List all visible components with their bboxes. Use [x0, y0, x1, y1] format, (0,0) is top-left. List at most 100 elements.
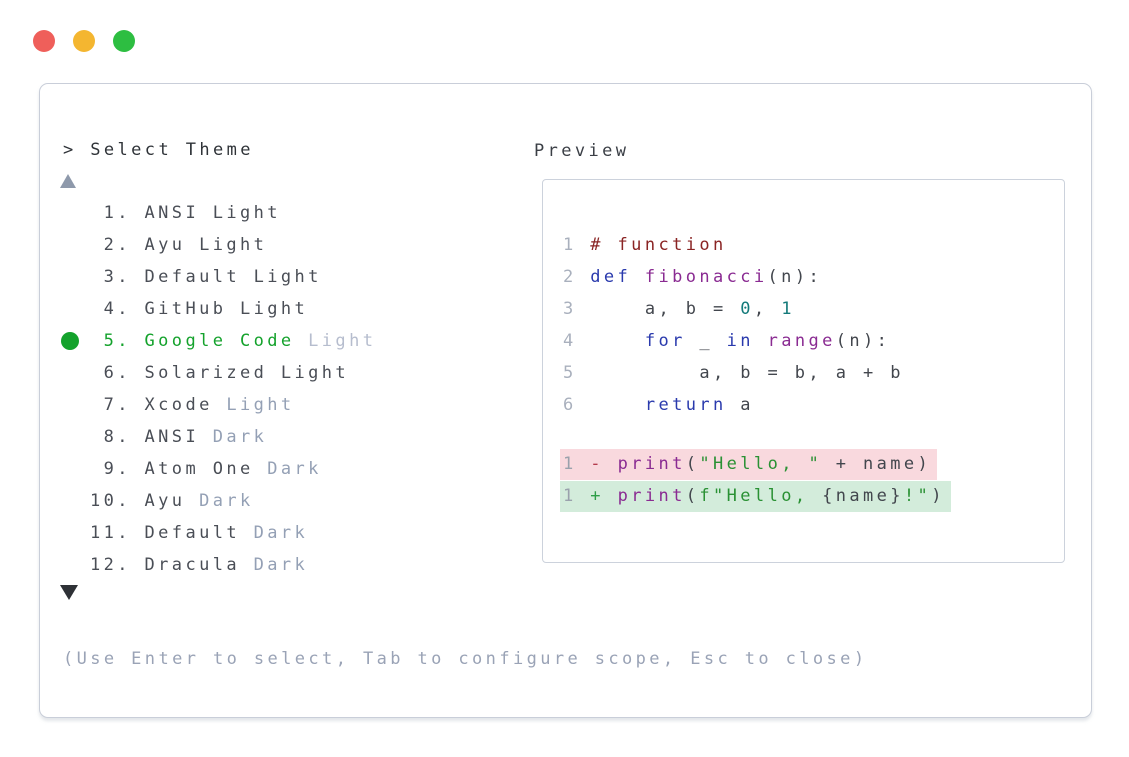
theme-name: 12. Dracula [90, 555, 240, 575]
maximize-icon[interactable] [113, 30, 135, 52]
code-token: for [644, 331, 686, 351]
code-line: 6 return a [563, 389, 951, 421]
code-token: 1 [563, 454, 577, 474]
code-token: 1 [563, 486, 577, 506]
code-line [563, 421, 951, 448]
code-token: 2 [563, 267, 577, 287]
code-token [577, 486, 591, 506]
theme-name: 6. Solarized Light [90, 363, 350, 383]
selected-item-bullet-icon [61, 332, 79, 350]
code-token: + [590, 486, 604, 506]
code-token: + name) [822, 454, 932, 474]
code-token [577, 235, 591, 255]
code-token [577, 395, 645, 415]
code-token: (n): [767, 267, 823, 287]
diff-highlight: 1 - print("Hello, " + name) [560, 449, 938, 480]
theme-variant-suffix: Dark [239, 523, 309, 543]
theme-name: 8. ANSI [90, 427, 200, 447]
code-token: print [617, 454, 686, 474]
theme-list-item-selected[interactable]: 5. Google Code Light [90, 325, 376, 357]
theme-name: 9. Atom One [90, 459, 254, 479]
code-token: print [617, 486, 686, 506]
code-token: 6 [563, 395, 577, 415]
theme-variant-suffix: Light [294, 331, 377, 351]
code-token: {name} [822, 486, 904, 506]
code-token: fibonacci [644, 267, 768, 287]
theme-name: 11. Default [90, 523, 240, 543]
code-token [604, 454, 618, 474]
help-text: (Use Enter to select, Tab to configure s… [63, 649, 868, 669]
code-token: 5 [563, 363, 577, 383]
theme-list-item[interactable]: 2. Ayu Light [90, 229, 376, 261]
code-token: 4 [563, 331, 577, 351]
close-icon[interactable] [33, 30, 55, 52]
code-token [754, 331, 768, 351]
theme-picker-panel: > Select Theme 1. ANSI Light 2. Ayu Ligh… [39, 83, 1092, 718]
picker-prompt: > Select Theme [63, 140, 254, 160]
code-token [577, 331, 645, 351]
code-token: ) [931, 486, 945, 506]
code-token: a, b = b, a + b [576, 363, 904, 383]
minimize-icon[interactable] [73, 30, 95, 52]
code-token: range [767, 331, 836, 351]
theme-list-item[interactable]: 12. Dracula Dark [90, 549, 376, 581]
diff-line-added: 1 + print(f"Hello, {name}!") [560, 480, 951, 512]
code-token [577, 267, 591, 287]
code-token: - [590, 454, 604, 474]
theme-list-item[interactable]: 4. GitHub Light [90, 293, 376, 325]
theme-variant-suffix: Dark [239, 555, 309, 575]
code-token: a, b = [576, 299, 741, 319]
code-token: _ [685, 331, 727, 351]
diff-line-removed: 1 - print("Hello, " + name) [560, 448, 951, 480]
code-token: !" [903, 486, 932, 506]
theme-variant-suffix: Light [212, 395, 295, 415]
theme-list-item[interactable]: 11. Default Dark [90, 517, 376, 549]
code-token: 1 [781, 299, 795, 319]
theme-list-item[interactable]: 10. Ayu Dark [90, 485, 376, 517]
diff-highlight: 1 + print(f"Hello, {name}!") [560, 481, 951, 512]
preview-label: Preview [534, 141, 630, 161]
theme-list-item[interactable]: 9. Atom One Dark [90, 453, 376, 485]
code-line: 5 a, b = b, a + b [563, 357, 951, 389]
theme-name: 2. Ayu Light [90, 235, 268, 255]
theme-name: 7. Xcode [90, 395, 213, 415]
code-line: 3 a, b = 0, 1 [563, 293, 951, 325]
scroll-up-icon[interactable] [60, 174, 76, 188]
theme-list-item[interactable]: 6. Solarized Light [90, 357, 376, 389]
code-token: def [590, 267, 632, 287]
code-token: in [726, 331, 754, 351]
theme-name: 3. Default Light [90, 267, 322, 287]
theme-name: 10. Ayu [90, 491, 186, 511]
code-token: ( [685, 486, 700, 506]
theme-list-item[interactable]: 1. ANSI Light [90, 197, 376, 229]
code-token: return [644, 395, 727, 415]
code-token: f"Hello, [699, 486, 823, 506]
theme-name: 4. GitHub Light [90, 299, 309, 319]
code-line: 2 def fibonacci(n): [563, 261, 951, 293]
theme-name: 5. Google Code [90, 331, 295, 351]
code-line: 4 for _ in range(n): [563, 325, 951, 357]
code-token [577, 454, 591, 474]
code-token: (n): [835, 331, 891, 351]
code-token: a [726, 395, 754, 415]
theme-list: 1. ANSI Light 2. Ayu Light 3. Default Li… [90, 197, 376, 581]
code-token: 0 [740, 299, 754, 319]
code-token: , [753, 299, 782, 319]
code-token: "Hello, " [699, 454, 823, 474]
scroll-down-icon[interactable] [60, 585, 78, 600]
code-token [631, 267, 645, 287]
code-token [604, 486, 618, 506]
code-token: 3 [563, 299, 577, 319]
theme-list-item[interactable]: 7. Xcode Light [90, 389, 376, 421]
theme-name: 1. ANSI Light [90, 203, 281, 223]
theme-list-item[interactable]: 8. ANSI Dark [90, 421, 376, 453]
code-token: # function [590, 235, 727, 255]
theme-variant-suffix: Dark [185, 491, 254, 511]
code-line: 1 # function [563, 229, 951, 261]
theme-variant-suffix: Dark [199, 427, 268, 447]
theme-variant-suffix: Dark [253, 459, 322, 479]
theme-list-item[interactable]: 3. Default Light [90, 261, 376, 293]
code-token: 1 [563, 235, 577, 255]
